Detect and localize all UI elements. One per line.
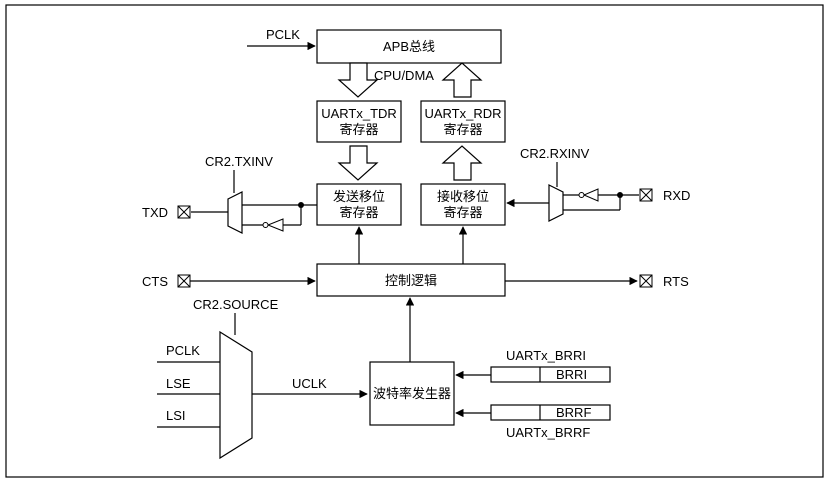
rts-pin (639, 274, 653, 288)
mux-lsi-label: LSI (166, 408, 186, 423)
uclk-label: UCLK (292, 376, 327, 391)
tx-inverter-bubble (262, 222, 269, 228)
brri-label: BRRI (556, 367, 587, 382)
rxd-pin (639, 188, 653, 202)
control-logic-box (316, 263, 506, 297)
rxd-label: RXD (663, 188, 690, 203)
tdr-label-line2: 寄存器 (339, 122, 378, 137)
pclk-top-label: PCLK (266, 27, 300, 42)
mux-lse-label: LSE (166, 376, 191, 391)
brri-reg-label: UARTx_BRRI (506, 348, 586, 363)
clock-source-mux (219, 330, 253, 460)
tx-inverter (266, 218, 284, 232)
tdr-to-txshift-arrow (337, 145, 379, 181)
control-logic-label: 控制逻辑 (385, 273, 437, 288)
baud-generator-label: 波特率发生器 (373, 386, 451, 401)
rx-mux (548, 184, 564, 222)
brrf-label: BRRF (556, 405, 591, 420)
rx-inverter-bubble (578, 192, 585, 198)
tx-mux (227, 191, 243, 234)
apb-bus-label: APB总线 (383, 39, 435, 54)
apb-to-tdr-arrow (337, 62, 379, 98)
rxinv-label: CR2.RXINV (520, 146, 590, 161)
rx-shift-label-line2: 寄存器 (443, 205, 482, 220)
txd-pin (177, 205, 191, 219)
txd-label: TXD (142, 205, 168, 220)
apb-bus-box (316, 29, 502, 64)
tdr-label-line1: UARTx_TDR (321, 106, 397, 121)
rdr-label-line1: UARTx_RDR (424, 106, 501, 121)
tx-shift-register-box (316, 183, 402, 226)
rdr-register-box (420, 100, 506, 143)
cpu-dma-label: CPU/DMA (374, 68, 434, 83)
rdr-label-line2: 寄存器 (443, 122, 482, 137)
mux-pclk-label: PCLK (166, 343, 200, 358)
rxshift-to-rdr-arrow (441, 145, 483, 181)
rx-shift-label-line1: 接收移位 (437, 189, 489, 204)
brrf-reg-label: UARTx_BRRF (506, 425, 590, 440)
cts-label: CTS (142, 274, 168, 289)
txinv-label: CR2.TXINV (205, 154, 273, 169)
rts-label: RTS (663, 274, 689, 289)
outer-frame (5, 4, 824, 478)
brri-register (490, 366, 611, 383)
brrf-register (490, 404, 611, 421)
tx-shift-label-line1: 发送移位 (333, 189, 385, 204)
tdr-register-box (316, 100, 402, 143)
tx-shift-label-line2: 寄存器 (339, 205, 378, 220)
rx-shift-register-box (420, 183, 506, 226)
cts-pin (177, 274, 191, 288)
cr2-source-label: CR2.SOURCE (193, 297, 279, 312)
rx-inverter (582, 188, 599, 202)
rdr-to-apb-arrow (441, 62, 483, 98)
baud-generator-box (369, 361, 455, 426)
